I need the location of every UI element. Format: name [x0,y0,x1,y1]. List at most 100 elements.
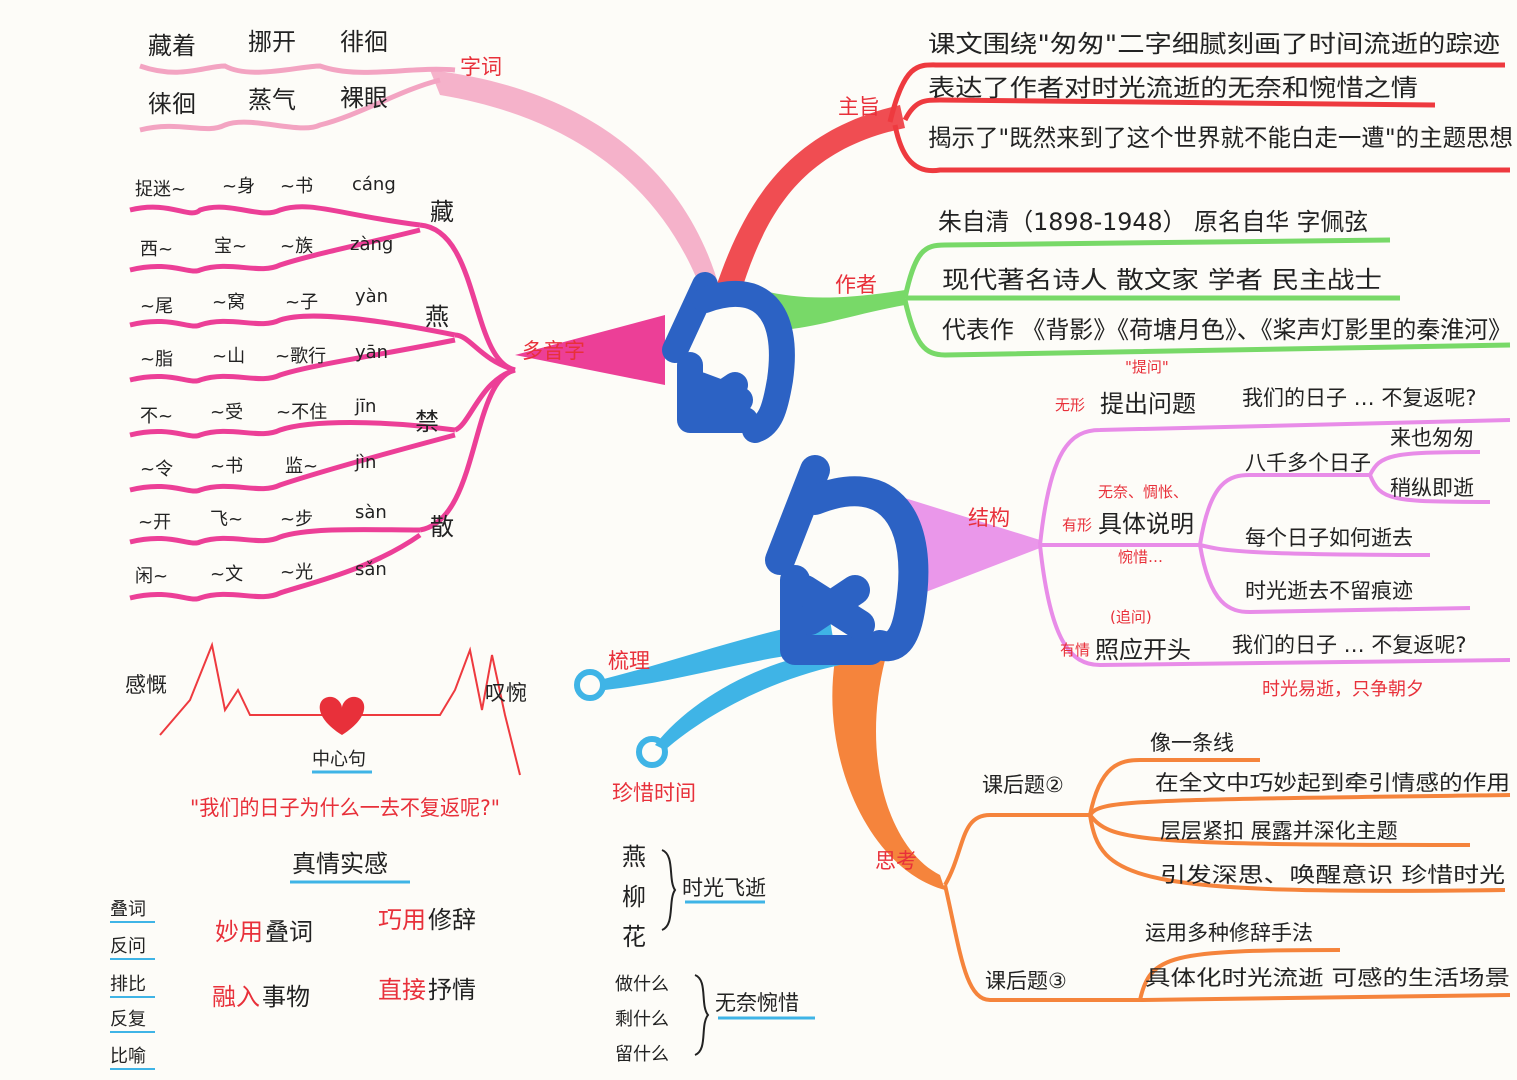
zhuzhi-label: 主旨 [838,95,880,119]
zhuzhi-line: 揭示了"既然来到了这个世界就不能白走一遭"的主题思想 [928,124,1513,152]
duoyinzi-pinyin: jīn [354,396,376,417]
jiegou-juti: 具体说明 [1098,510,1194,538]
duoyinzi-item: 宝~ [214,236,247,257]
zhuzhi-line: 表达了作者对时光流逝的无奈和惋惜之情 [928,74,1418,102]
zuozhe-line: 朱自清（1898-1948） 原名自华 字佩弦 [938,208,1368,236]
zhenqing-section: 真情实感 叠词 反问 排比 反复 比喻 妙用 叠词 巧用 修辞 融入 事物 直接… [110,850,476,1070]
duoyinzi-item: 捉迷~ [135,179,186,200]
svg-text:抒情: 抒情 [428,976,476,1004]
duoyinzi-branch: 多音字 藏 捉迷~ ~身 ~书 cáng 西~ 宝~ ~族 zàng 燕 ~尾 … [129,174,585,602]
heartbeat-center-label: 中心句 [312,749,366,770]
duoyinzi-char: 散 [430,513,454,541]
shuli-trunk-a [600,620,835,690]
svg-text:巧用: 巧用 [378,906,426,934]
sikao-q3-item: 运用多种修辞手法 [1145,921,1313,945]
zhenqing-side: 反问 [110,936,146,957]
zhenqing-box: 妙用 叠词 [215,918,313,946]
group2-item: 留什么 [615,1044,669,1065]
zici-word: 蒸气 [248,86,296,114]
zhenqing-side: 反复 [110,1009,146,1030]
sikao-q2-item: 像一条线 [1150,731,1234,755]
duoyinzi-item: ~歌行 [275,346,326,367]
zhuzhi-trunk [715,105,905,295]
duoyinzi-item: ~脂 [140,349,173,370]
duoyinzi-pinyin: sǎn [355,559,387,580]
duoyinzi-item: ~令 [140,459,173,480]
duoyinzi-pinyin: yàn [355,286,388,307]
sikao-q2-item: 在全文中巧妙起到牵引情感的作用 [1155,771,1510,795]
zici-connector-lower [139,77,441,133]
zhenqing-box: 直接 抒情 [378,976,476,1004]
shuli-branch: 梳理 珍惜时间 [608,649,696,805]
svg-text:叠词: 叠词 [265,918,313,946]
duoyinzi-item: ~尾 [140,296,173,317]
group2-label: 无奈惋惜 [715,991,799,1015]
zhuzhi-branch: 主旨 课文围绕"匆匆"二字细腻刻画了时间流逝的踪迹 表达了作者对时光流逝的无奈和… [838,30,1513,174]
heartbeat-right: 叹惋 [485,681,527,705]
sikao-label: 思考 [875,849,917,873]
group2-item: 做什么 [615,974,669,995]
zuozhe-connector [902,237,1511,358]
duoyinzi-pinyin: zàng [350,234,393,255]
heartbeat-left: 感慨 [125,673,167,697]
jiegou-tichu: 提出问题 [1100,390,1196,418]
zici-connector [139,63,456,75]
center-char-bottom [765,455,929,665]
duoyinzi-char: 藏 [430,198,454,226]
duoyinzi-item: 监~ [285,456,318,477]
duoyinzi-item: 西~ [140,239,173,260]
svg-text:融入: 融入 [212,983,260,1011]
svg-text:事物: 事物 [262,983,310,1011]
jiegou-shaozong: 稍纵即逝 [1390,476,1474,500]
jiegou-youqing: 有情 [1060,641,1090,659]
heartbeat-line [159,641,521,776]
jiegou-laiye: 来也匆匆 [1390,426,1474,450]
sikao-q3-item: 具体化时光流逝 可感的生活场景 [1145,966,1510,990]
heartbeat-quote: "我们的日子为什么一去不复返呢?" [190,796,500,820]
zici-label: 字词 [460,55,502,79]
zhenqing-side: 比喻 [110,1046,146,1067]
jiegou-connectors [1038,418,1511,668]
zhenqing-box: 融入 事物 [212,983,310,1011]
svg-text:直接: 直接 [378,976,426,1004]
jiegou-label: 结构 [968,506,1010,530]
zhenqing-title: 真情实感 [292,850,388,878]
group1-label: 时光飞逝 [682,876,766,900]
duoyinzi-char: 燕 [425,303,449,331]
svg-text:妙用: 妙用 [215,918,263,946]
duoyinzi-item: 闲~ [135,566,168,587]
sikao-q2: 课后题② [982,773,1064,797]
duoyinzi-item: ~不住 [276,402,327,423]
group1-item: 燕 [622,843,646,871]
branch-trunks [430,70,1040,890]
jiegou-shiguang: 时光逝去不留痕迹 [1245,579,1413,603]
zhenqing-side: 排比 [110,974,146,995]
duoyinzi-item: ~族 [280,236,313,257]
zici-word: 徕徊 [148,90,196,118]
zhenqing-box: 巧用 修辞 [378,906,476,934]
heartbeat-section: 感慨 叹惋 中心句 "我们的日子为什么一去不复返呢?" [125,641,527,820]
duoyinzi-item: ~文 [210,564,243,585]
duoyinzi-item: 飞~ [210,509,243,530]
zuozhe-trunk [760,290,905,330]
sikao-q3: 课后题③ [985,969,1067,993]
zuozhe-line: 代表作 《背影》《荷塘月色》、《桨声灯影里的秦淮河》 [942,316,1512,344]
duoyinzi-pinyin: sàn [355,502,387,523]
jiegou-juti-note2: 惋惜… [1118,548,1163,566]
group2-brace [694,974,710,1056]
group2-item: 剩什么 [615,1009,669,1030]
heart-icon [319,696,365,735]
zuozhe-branch: 作者 朱自清（1898-1948） 原名自华 字佩弦 现代著名诗人 散文家 学者… [835,208,1512,358]
sikao-connectors [943,758,1511,1002]
group1-item: 花 [622,923,646,951]
duoyinzi-trunk [515,315,665,385]
shuli-node-a [574,669,606,701]
duoyinzi-item: ~身 [222,176,255,197]
zhenqing-side-underlines [110,921,155,1070]
jiegou-tichu-question: 我们的日子 … 不复返呢? [1242,386,1477,410]
svg-text:修辞: 修辞 [428,906,476,934]
jiegou-baqian: 八千多个日子 [1245,451,1371,475]
bottom-mid-section: 燕 柳 花 时光飞逝 做什么 剩什么 留什么 无奈惋惜 [615,843,815,1065]
zici-word: 挪开 [248,28,296,56]
duoyinzi-item: ~山 [212,346,245,367]
